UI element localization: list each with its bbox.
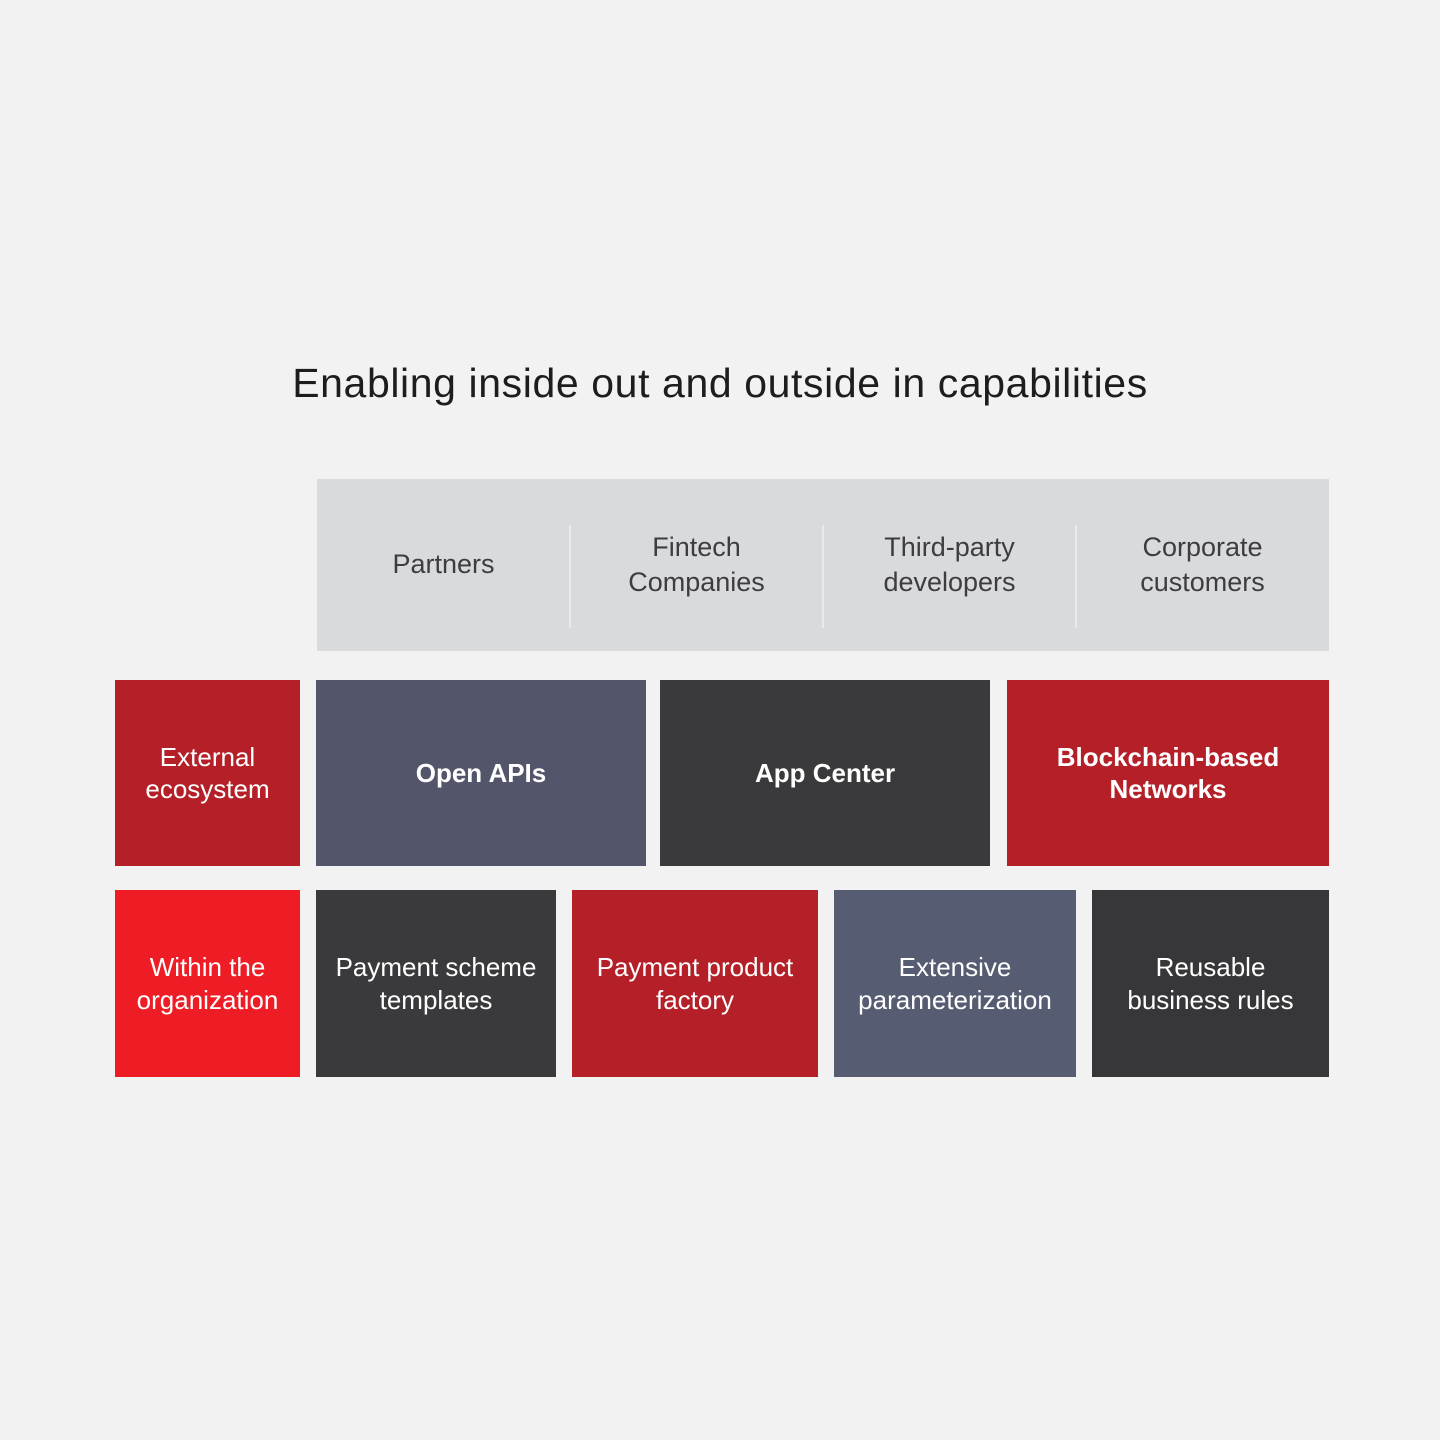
capability-box-reusable-business-rules: Reusable business rules: [1092, 890, 1329, 1077]
audience-item-fintech-companies: Fintech Companies: [569, 479, 823, 651]
capability-box-blockchain-networks: Blockchain-based Networks: [1007, 680, 1329, 866]
row-label-external-ecosystem: External ecosystem: [115, 680, 300, 866]
capability-box-payment-product-factory: Payment product factory: [572, 890, 818, 1077]
capability-box-open-apis: Open APIs: [316, 680, 646, 866]
capability-box-extensive-parameterization: Extensive parameterization: [834, 890, 1076, 1077]
capability-box-payment-scheme-templates: Payment scheme templates: [316, 890, 556, 1077]
page-title: Enabling inside out and outside in capab…: [292, 360, 1148, 406]
audience-item-third-party-developers: Third-party developers: [822, 479, 1076, 651]
capability-box-app-center: App Center: [660, 680, 990, 866]
row-label-within-the-organization: Within the organization: [115, 890, 300, 1077]
audience-item-corporate-customers: Corporate customers: [1075, 479, 1329, 651]
audience-item-partners: Partners: [392, 549, 495, 580]
audience-bar: Partners Fintech Companies Third-party d…: [317, 479, 1329, 651]
